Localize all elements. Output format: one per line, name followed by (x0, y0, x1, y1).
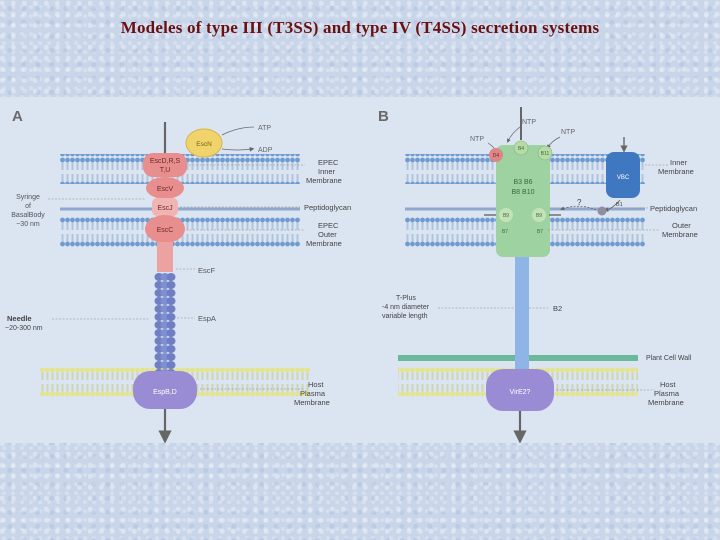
escn-label: EscN (196, 141, 212, 148)
panel-b-letter: B (378, 108, 389, 125)
esctu-label: T,U (160, 167, 171, 174)
ntp-left-label: NTP (470, 136, 484, 143)
b9a-label: B9 (503, 213, 509, 219)
vbc-output-arrow (603, 199, 621, 212)
b9b-label: B9 (536, 213, 542, 219)
b11-label: B11 (541, 151, 550, 157)
t-pilus (515, 257, 529, 377)
vire2-pore (486, 369, 554, 411)
ntp-right-arrow (546, 136, 561, 149)
inner-membrane-label-2: Membrane (658, 167, 694, 176)
escn-atpase (185, 128, 223, 158)
ntp-right-label: NTP (561, 129, 575, 136)
b7b-label: B7 (537, 229, 543, 235)
ntp-top-arrow (507, 126, 521, 143)
espbd-translocon (133, 371, 197, 409)
host-b-label-3: Membrane (648, 398, 684, 407)
figure-svg: A EscN ATP ADP EscD,R,S T,U EscV EscJ Es… (0, 97, 720, 444)
epec-outer-label-2: Outer (318, 230, 337, 239)
escj-ring (152, 198, 178, 216)
slide-title: Modeles of type III (T3SS) and type IV (… (120, 18, 600, 37)
ntp-top-label: NTP (522, 119, 536, 126)
syringe-label-3: BasalBody (11, 212, 45, 219)
virb9-right (532, 208, 546, 222)
escdrs-label: EscD,R,S (150, 158, 181, 165)
escc-secretin (145, 215, 185, 243)
t4ss-core-complex (496, 145, 550, 257)
b1-protein (597, 206, 607, 216)
vird4-atpase (489, 148, 503, 162)
vire2-label: VirE2? (510, 389, 531, 396)
vbc-transporter (606, 152, 640, 198)
epec-outer-label-1: EPEC (318, 221, 339, 230)
atp-arrow (221, 126, 255, 136)
b7a-label: B7 (502, 229, 508, 235)
host-a-label-3: Membrane (294, 398, 330, 407)
needle-label-2: ~20-300 nm (5, 325, 43, 332)
escv-label: EscV (157, 186, 174, 193)
syringe-label-2: of (25, 203, 31, 210)
secretion-systems-figure: A EscN ATP ADP EscD,R,S T,U EscV EscJ Es… (0, 97, 720, 444)
panel-a-letter: A (12, 108, 23, 125)
syringe-label-1: Syringe (16, 194, 40, 201)
b4-label: B4 (518, 146, 524, 152)
b3b6-label: B3 B6 (513, 179, 532, 186)
host-a-label-1: Host (308, 380, 324, 389)
b1-dashed-arrow (560, 205, 597, 211)
d4-label: D4 (493, 153, 500, 159)
espbd-label: EspB,D (153, 389, 177, 396)
b2-label: B2 (553, 304, 562, 313)
b1-label: B1 (616, 202, 623, 208)
adp-label: ADP (258, 147, 273, 154)
peptidoglycan-label-a: Peptidoglycan (304, 203, 351, 212)
virb4-atpase (513, 140, 529, 156)
epec-inner-label-1: EPEC (318, 158, 339, 167)
escd-r-s-t-u-ring (143, 153, 187, 177)
outer-membrane-label-1: Outer (672, 221, 691, 230)
tplus-label-3: variable length (382, 313, 428, 320)
needle-label-1: Needle (7, 314, 32, 323)
adp-arrow (221, 146, 255, 152)
virb9-left (499, 208, 513, 222)
epec-inner-label-3: Membrane (306, 176, 342, 185)
escv-ring (146, 177, 184, 199)
host-b-label-1: Host (660, 380, 676, 389)
vbc-label: VBC (617, 175, 630, 181)
espa-label: EspA (198, 314, 216, 323)
question-label: ? (577, 198, 582, 207)
epec-inner-label-2: Inner (318, 167, 336, 176)
virb11-atpase (537, 145, 553, 161)
panel-b: B NTP NTP NTP D4 B4 B11 B3 B6 B8 B10 B9 … (378, 107, 698, 444)
atp-label: ATP (258, 125, 271, 132)
b8b10-label: B8 B10 (512, 189, 535, 196)
escf-label: EscF (198, 266, 216, 275)
host-a-label-2: Plasma (300, 389, 326, 398)
peptidoglycan-label-b: Peptidoglycan (650, 204, 697, 213)
escj-label: EscJ (157, 205, 172, 212)
plant-cell-wall-label: Plant Cell Wall (646, 355, 692, 362)
epec-outer-label-3: Membrane (306, 239, 342, 248)
panel-a: A EscN ATP ADP EscD,R,S T,U EscV EscJ Es… (5, 108, 351, 444)
host-b-label-2: Plasma (654, 389, 680, 398)
tplus-label-1: T-Plus (396, 295, 416, 302)
inner-membrane-label-1: Inner (670, 158, 688, 167)
escc-label: EscC (157, 227, 174, 234)
escf-needle-base (157, 242, 173, 272)
outer-membrane-label-2: Membrane (662, 230, 698, 239)
syringe-label-4: ~30 nm (16, 221, 40, 228)
tplus-label-2: -4 nm diameter (382, 304, 430, 311)
espa-filament (154, 273, 176, 373)
